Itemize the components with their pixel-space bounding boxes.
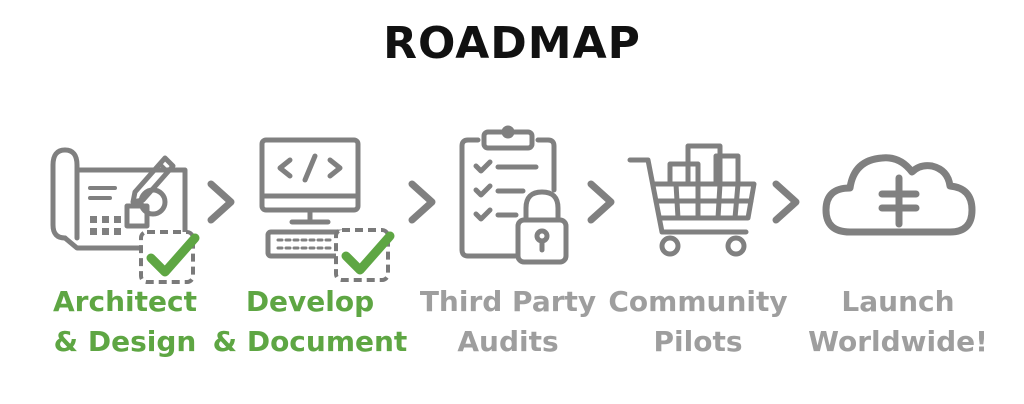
step-label-line1: Develop (245, 285, 375, 318)
cloud-icon (808, 120, 988, 280)
shopping-cart-icon (608, 120, 788, 280)
step-label: Develop & Document (200, 282, 420, 362)
checkmark-icon (334, 228, 395, 282)
chevron-right-icon (772, 180, 800, 224)
step-label-line1: Launch (841, 285, 955, 318)
step-label-line2: & Design (53, 325, 197, 358)
step-label-line1: Third Party (419, 285, 597, 318)
roadmap-step-pilots: Community Pilots (608, 120, 788, 380)
step-label: Architect & Design (15, 282, 235, 362)
page-title: ROADMAP (383, 18, 641, 69)
step-label-line2: Pilots (653, 325, 743, 358)
step-label-line2: Audits (457, 325, 559, 358)
chevron-right-icon (408, 180, 436, 224)
step-label: Third Party Audits (398, 282, 618, 362)
step-label-line1: Architect (53, 285, 197, 318)
step-label-line2: Worldwide! (808, 325, 988, 358)
step-label: Launch Worldwide! (788, 282, 1008, 362)
roadmap-step-develop: Develop & Document (213, 120, 407, 380)
step-label: Community Pilots (588, 282, 808, 362)
chevron-right-icon (207, 180, 235, 224)
roadmap-step-audits: Third Party Audits (418, 120, 598, 380)
step-label-line2: & Document (212, 325, 408, 358)
roadmap-step-launch: Launch Worldwide! (808, 120, 988, 380)
checkmark-icon (139, 230, 200, 284)
step-label-line1: Community (608, 285, 788, 318)
chevron-right-icon (587, 180, 615, 224)
clipboard-lock-icon (418, 120, 598, 280)
roadmap-step-architect: Architect & Design (35, 120, 215, 380)
